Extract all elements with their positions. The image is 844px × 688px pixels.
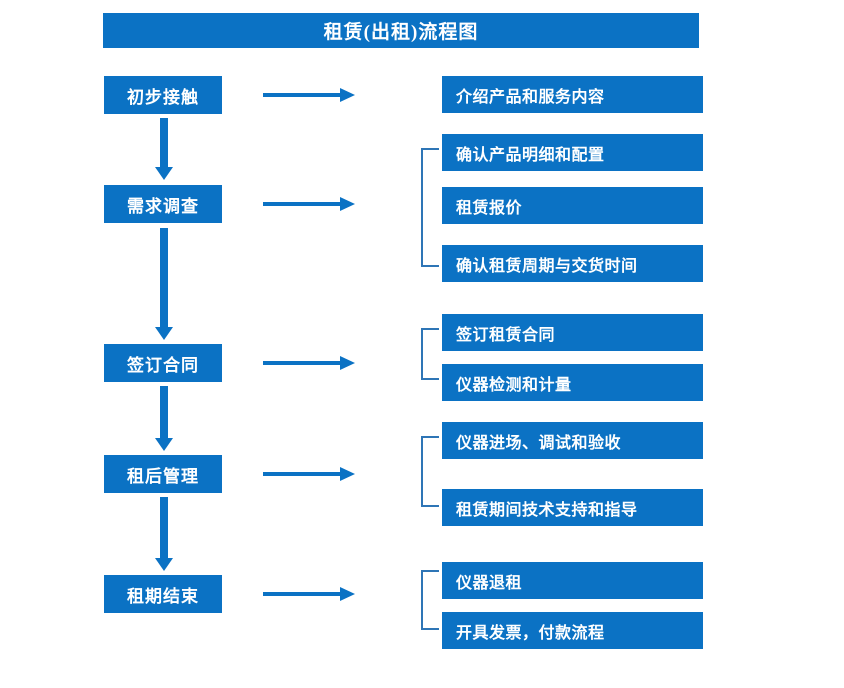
arrow-head-right-icon <box>340 88 355 102</box>
detail-box-9[interactable]: 仪器退租 <box>442 562 703 599</box>
arrow-head-right-icon <box>340 197 355 211</box>
stage-to-detail-arrow-1 <box>263 88 355 102</box>
detail-box-4[interactable]: 确认租赁周期与交货时间 <box>442 245 703 282</box>
stage-box-3[interactable]: 签订合同 <box>104 344 222 382</box>
arrow-shaft <box>160 386 168 438</box>
stage-connector-arrow-3 <box>155 386 173 451</box>
stage-box-1[interactable]: 初步接触 <box>104 76 222 114</box>
stage-box-4[interactable]: 租后管理 <box>104 455 222 493</box>
arrow-head-down-icon <box>155 438 173 451</box>
detail-box-5[interactable]: 签订租赁合同 <box>442 314 703 351</box>
detail-box-7[interactable]: 仪器进场、调试和验收 <box>442 422 703 459</box>
arrow-shaft <box>160 497 168 558</box>
stage-connector-arrow-2 <box>155 228 173 340</box>
arrow-head-right-icon <box>340 467 355 481</box>
stage-connector-arrow-4 <box>155 497 173 571</box>
stage-to-detail-arrow-2 <box>263 197 355 211</box>
detail-box-1[interactable]: 介绍产品和服务内容 <box>442 76 703 113</box>
arrow-shaft <box>263 93 341 97</box>
group-bracket-1 <box>421 148 439 267</box>
detail-box-6[interactable]: 仪器检测和计量 <box>442 364 703 401</box>
stage-box-5[interactable]: 租期结束 <box>104 575 222 613</box>
detail-box-2[interactable]: 确认产品明细和配置 <box>442 134 703 171</box>
group-bracket-4 <box>421 570 439 630</box>
group-bracket-2 <box>421 328 439 380</box>
arrow-shaft <box>160 118 168 167</box>
detail-box-8[interactable]: 租赁期间技术支持和指导 <box>442 489 703 526</box>
page-title: 租赁(出租)流程图 <box>103 13 699 48</box>
stage-box-2[interactable]: 需求调查 <box>104 185 222 223</box>
arrow-shaft <box>263 592 341 596</box>
arrow-shaft <box>263 472 341 476</box>
arrow-head-down-icon <box>155 327 173 340</box>
arrow-head-right-icon <box>340 356 355 370</box>
arrow-shaft <box>160 228 168 327</box>
stage-to-detail-arrow-5 <box>263 587 355 601</box>
stage-to-detail-arrow-4 <box>263 467 355 481</box>
arrow-shaft <box>263 202 341 206</box>
detail-box-3[interactable]: 租赁报价 <box>442 187 703 224</box>
stage-connector-arrow-1 <box>155 118 173 180</box>
detail-box-10[interactable]: 开具发票，付款流程 <box>442 612 703 649</box>
arrow-head-right-icon <box>340 587 355 601</box>
arrow-head-down-icon <box>155 558 173 571</box>
stage-to-detail-arrow-3 <box>263 356 355 370</box>
group-bracket-3 <box>421 436 439 507</box>
arrow-head-down-icon <box>155 167 173 180</box>
arrow-shaft <box>263 361 341 365</box>
